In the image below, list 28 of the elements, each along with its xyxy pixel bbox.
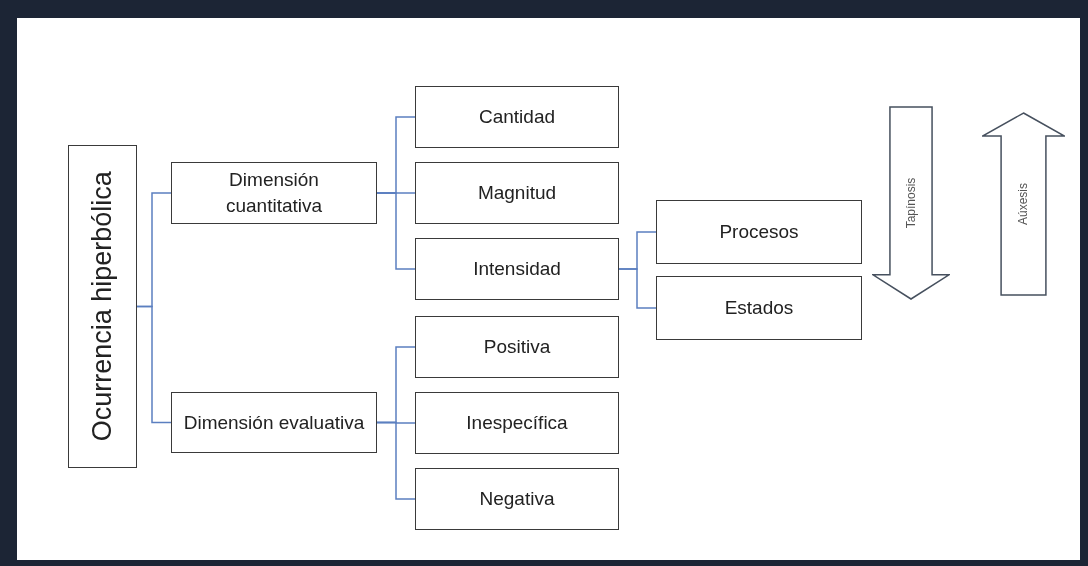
- category-box: [656, 200, 862, 264]
- category-box: [415, 468, 619, 530]
- connector-line: [136, 305, 172, 424]
- category-box: [171, 392, 377, 453]
- box-label: Intensidad: [472, 257, 562, 282]
- category-box: [68, 145, 137, 468]
- category-box: [415, 238, 619, 300]
- box-label: Inespecífica: [465, 411, 569, 436]
- box-label: Negativa: [478, 487, 556, 512]
- category-box: [415, 86, 619, 148]
- box-label: Dimensión evaluativa: [182, 410, 366, 435]
- category-box: [656, 276, 862, 340]
- connector-line: [376, 421, 416, 500]
- category-box: [171, 162, 377, 224]
- box-label: Cantidad: [477, 105, 557, 130]
- box-label: Magnitud: [476, 181, 558, 206]
- box-label: Dimensión cuantitativa: [224, 168, 324, 218]
- connector-line: [618, 268, 657, 309]
- connector-line: [376, 192, 416, 270]
- arrow-label: Tapínosis: [904, 177, 918, 229]
- arrow-label: Aúxesis: [1016, 183, 1031, 225]
- category-box: [415, 392, 619, 454]
- box-label: Estados: [723, 296, 795, 321]
- box-label: Positiva: [482, 335, 552, 360]
- category-box: [415, 316, 619, 378]
- root-label: Ocurrencia hiperbólica: [86, 170, 119, 444]
- box-label: Procesos: [718, 220, 800, 245]
- category-box: [415, 162, 619, 224]
